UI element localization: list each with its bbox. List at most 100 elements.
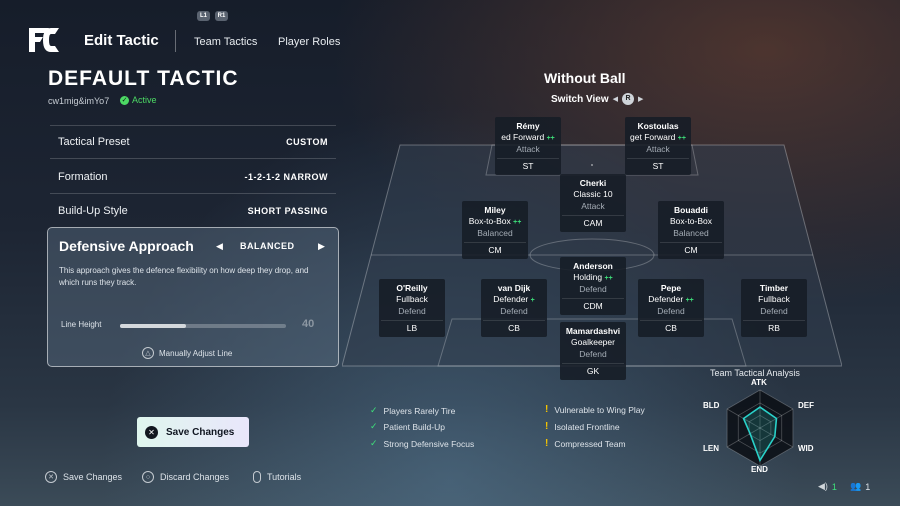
tab-player-roles[interactable]: Player Roles — [278, 36, 341, 48]
radar-spoke — [726, 427, 761, 448]
radar-grid-ring — [748, 414, 772, 442]
footer-discard-label: Discard Changes — [160, 472, 230, 482]
player-name: Cherki — [579, 178, 607, 188]
setting-build-up-style[interactable]: Build-Up Style SHORT PASSING — [50, 194, 336, 228]
player-focus: Defend — [579, 349, 607, 359]
player-role: Classic 10 — [573, 189, 613, 199]
player-role: Fullback — [396, 294, 428, 304]
player-focus: Attack — [581, 201, 605, 211]
connection-status: ◀) 1 — [818, 481, 837, 492]
player-card-anderson[interactable]: Anderson Holding ++ Defend CDM — [560, 257, 626, 315]
circle-button-icon: ○ — [142, 471, 154, 483]
player-focus: Attack — [646, 144, 670, 154]
player-role: Defender — [493, 294, 529, 304]
warning-icon: ! — [545, 438, 549, 449]
player-focus: Attack — [516, 144, 540, 154]
arrow-right-icon[interactable]: ▶ — [318, 241, 325, 251]
warning-icon: ! — [545, 404, 549, 415]
player-card-cherki[interactable]: Cherki Classic 10 Attack CAM — [560, 174, 626, 232]
player-role: Box-to-Box — [669, 216, 713, 226]
negative-attribute-label: Compressed Team — [554, 438, 626, 449]
save-changes-button[interactable]: ✕ Save Changes — [137, 417, 249, 447]
check-circle-icon: ✓ — [120, 95, 129, 105]
player-role: get Forward — [630, 132, 676, 142]
player-focus: Balanced — [673, 228, 709, 238]
player-role-plus: ++ — [513, 219, 522, 226]
tab-team-tactics[interactable]: Team Tactics — [194, 36, 258, 48]
player-card-remy[interactable]: Rémy ed Forward ++ Attack ST — [495, 117, 561, 175]
positive-attribute-label: Strong Defensive Focus — [383, 438, 475, 449]
player-role: Fullback — [758, 294, 790, 304]
users-icon: 👥 — [850, 481, 862, 491]
player-focus: Defend — [398, 306, 426, 316]
r-stick-icon: R — [622, 93, 635, 105]
negative-attribute: ! Isolated Frontline — [545, 421, 620, 432]
defensive-approach-title: Defensive Approach — [59, 238, 194, 254]
negative-attribute: ! Compressed Team — [545, 438, 626, 449]
line-height-label: Line Height — [61, 320, 102, 329]
player-position: ST — [497, 158, 559, 172]
setting-label: Formation — [58, 170, 108, 183]
radar-spoke — [759, 427, 794, 448]
player-focus: Defend — [760, 306, 788, 316]
r1-button-icon: R1 — [215, 11, 228, 21]
switch-view-control[interactable]: Switch View ◀ R ▶ — [551, 93, 643, 105]
player-name: Bouaddi — [674, 205, 708, 215]
footer-discard-changes[interactable]: ○ Discard Changes — [142, 471, 229, 483]
arrow-left-icon[interactable]: ◀ — [216, 241, 223, 251]
player-card-mamardashvili[interactable]: Mamardashvi Goalkeeper Defend GK — [560, 322, 626, 380]
manual-adjust-line[interactable]: △ Manually Adjust Line — [142, 347, 232, 359]
player-name: Mamardashvi — [565, 326, 621, 336]
footer-tutorials-label: Tutorials — [267, 472, 302, 482]
line-height-slider[interactable] — [120, 324, 286, 328]
connection-count: 1 — [831, 481, 837, 492]
arrow-left-icon: ◀ — [612, 96, 619, 103]
radar-label-def: DEF — [798, 401, 814, 410]
player-card-timber[interactable]: Timber Fullback Defend RB — [741, 279, 807, 337]
setting-value: CUSTOM — [286, 137, 328, 147]
player-name: Timber — [759, 283, 789, 293]
footer-tutorials[interactable]: Tutorials — [253, 471, 301, 483]
player-card-bouaddi[interactable]: Bouaddi Box-to-Box Balanced CM — [658, 201, 724, 259]
player-position: LB — [381, 320, 443, 334]
cross-button-icon: ✕ — [45, 471, 57, 483]
manual-adjust-label: Manually Adjust Line — [159, 348, 233, 358]
player-name: Miley — [484, 205, 506, 215]
speaker-icon: ◀) — [818, 481, 828, 491]
player-name: Pepe — [660, 283, 682, 293]
page-title: Edit Tactic — [84, 32, 159, 49]
pitch-view-title: Without Ball — [544, 70, 626, 86]
setting-tactical-preset[interactable]: Tactical Preset CUSTOM — [50, 125, 336, 159]
player-card-van-dijk[interactable]: van Dijk Defender + Defend CB — [481, 279, 547, 337]
check-icon: ✓ — [370, 421, 378, 431]
active-status-label: Active — [132, 95, 157, 105]
party-count: 1 — [865, 481, 871, 492]
radar-grid-ring — [726, 389, 794, 467]
negative-attribute-label: Isolated Frontline — [554, 421, 620, 432]
arrow-right-icon: ▶ — [638, 96, 644, 103]
player-role-plus: + — [530, 297, 535, 304]
setting-value: -1-2-1-2 NARROW — [244, 171, 328, 182]
player-role-plus: ++ — [677, 135, 686, 142]
nav-divider — [175, 30, 176, 52]
player-position: RB — [743, 320, 805, 334]
player-role: ed Forward — [501, 132, 545, 142]
player-card-pepe[interactable]: Pepe Defender ++ Defend CB — [638, 279, 704, 337]
defensive-approach-panel[interactable]: Defensive Approach ◀ BALANCED ▶ This app… — [47, 227, 339, 367]
player-focus: Balanced — [477, 228, 513, 238]
radar-grid-ring — [737, 402, 783, 454]
player-card-oreilly[interactable]: O'Reilly Fullback Defend LB — [379, 279, 445, 337]
radar-value-shape — [742, 406, 778, 463]
setting-label: Tactical Preset — [58, 136, 130, 148]
player-role-plus: ++ — [546, 135, 555, 142]
player-position: CM — [464, 242, 526, 256]
positive-attribute: ✓ Players Rarely Tire — [370, 405, 455, 416]
setting-formation[interactable]: Formation -1-2-1-2 NARROW — [50, 160, 336, 194]
check-icon: ✓ — [370, 405, 378, 415]
defensive-approach-description: This approach gives the defence flexibil… — [59, 266, 309, 287]
footer-save-changes[interactable]: ✕ Save Changes — [45, 471, 122, 483]
player-name: O'Reilly — [396, 283, 428, 293]
positive-attribute: ✓ Patient Build-Up — [370, 421, 445, 432]
player-card-miley[interactable]: Miley Box-to-Box ++ Balanced CM — [462, 201, 528, 259]
player-card-kostoulas[interactable]: Kostoulas get Forward ++ Attack ST — [625, 117, 691, 175]
